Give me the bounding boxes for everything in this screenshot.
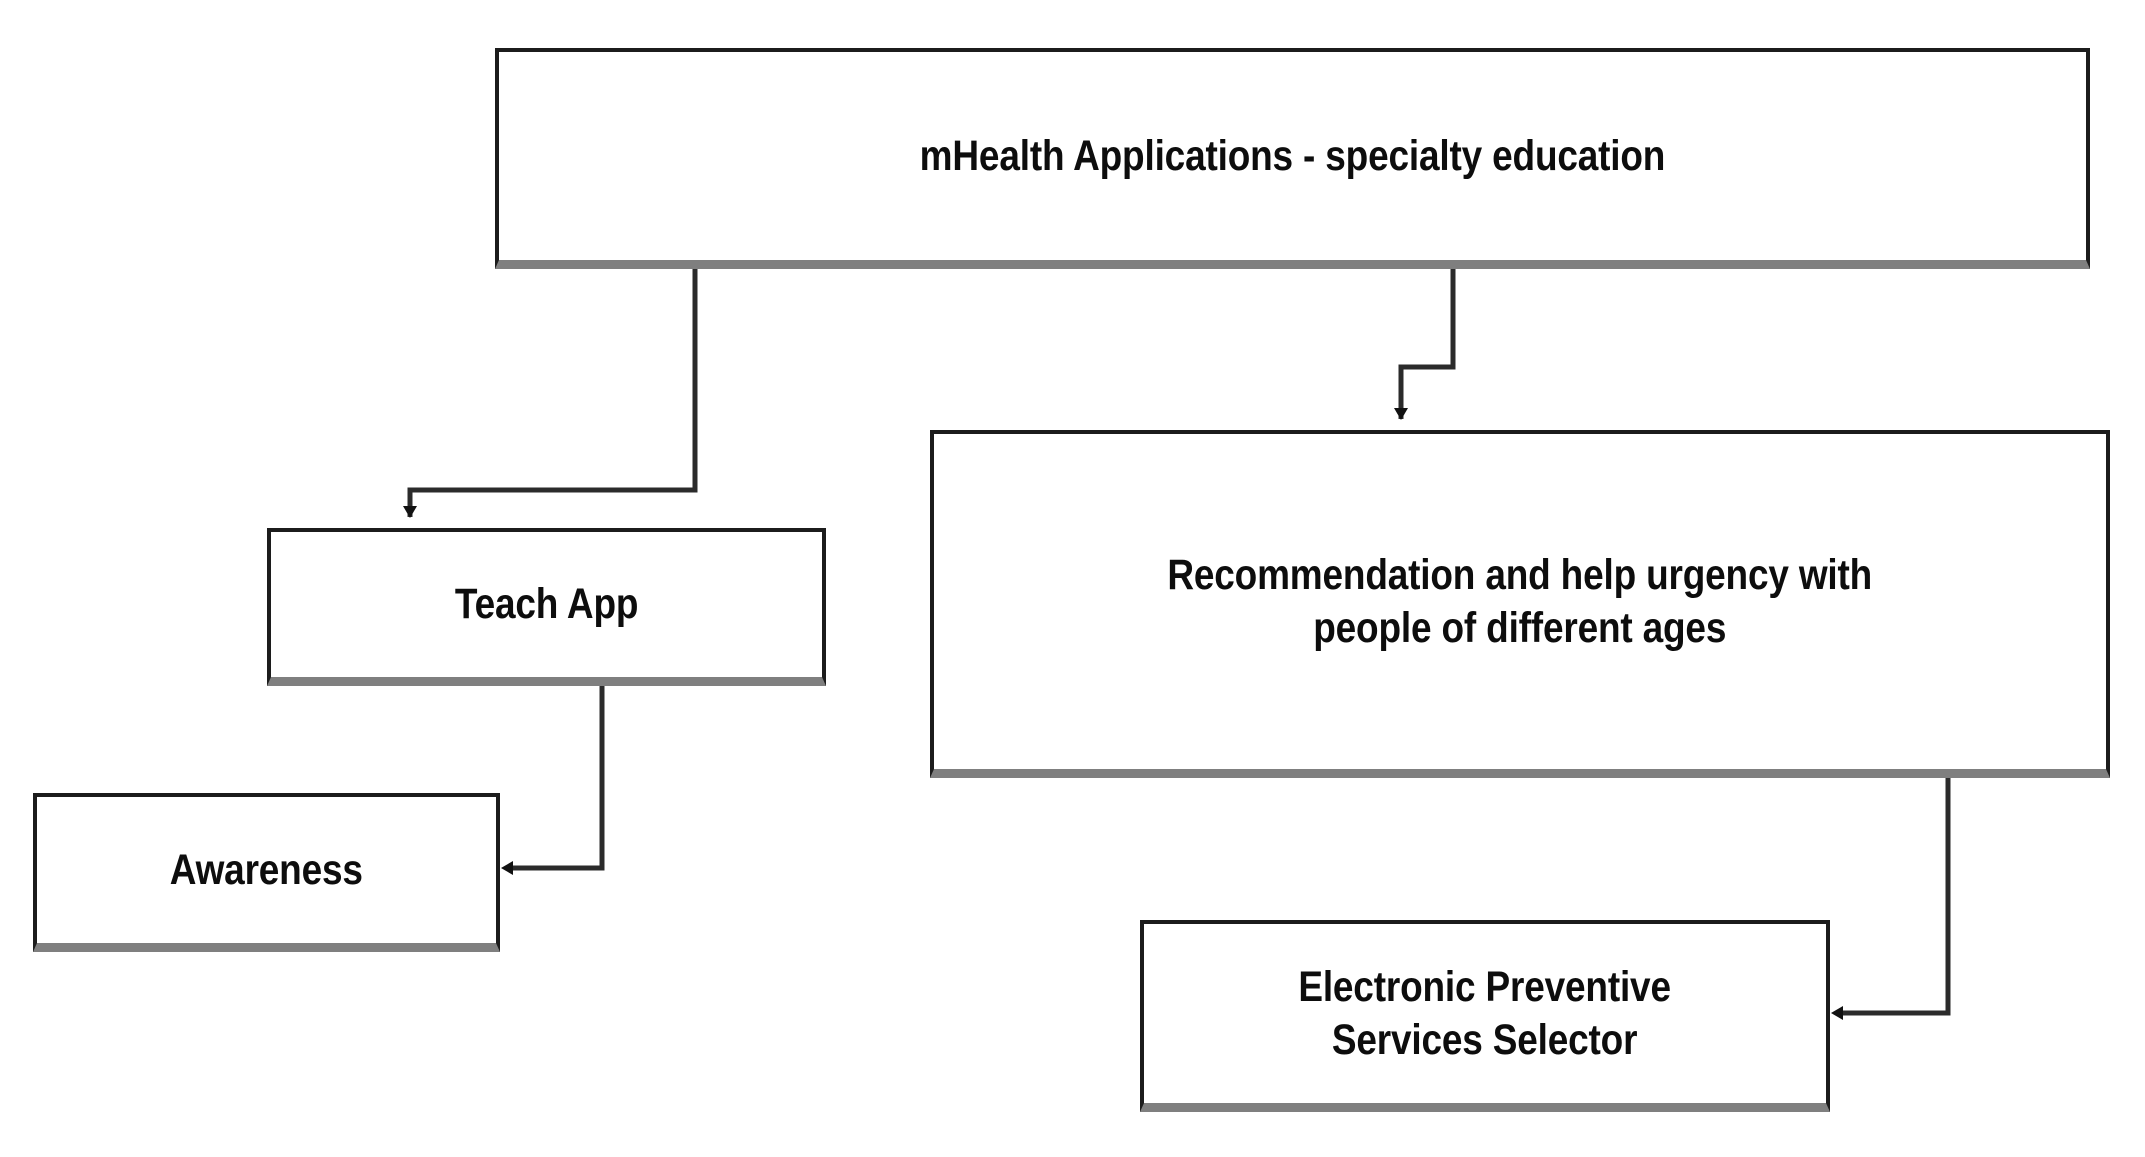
node-label-teach-app: Teach App — [454, 580, 639, 629]
node-mhealth-applications[interactable]: mHealth Applications - specialty educati… — [495, 48, 2090, 269]
node-recommendation-help-urgency[interactable]: Recommendation and help urgency with peo… — [930, 430, 2110, 778]
node-label-mhealth-applications: mHealth Applications - specialty educati… — [919, 131, 1666, 180]
edge-teach-awareness — [501, 686, 605, 875]
node-awareness[interactable]: Awareness — [33, 793, 500, 952]
node-label-electronic-preventive-services-selector: Electronic Preventive Services Selector — [1298, 963, 1672, 1064]
edge-root-recommendation — [1394, 269, 1456, 420]
node-label-recommendation-help-urgency: Recommendation and help urgency with peo… — [1167, 551, 1873, 652]
node-electronic-preventive-services-selector[interactable]: Electronic Preventive Services Selector — [1140, 920, 1830, 1112]
node-label-awareness: Awareness — [169, 845, 364, 894]
edge-root-teach — [403, 269, 698, 518]
edge-recommendation-epss — [1831, 778, 1951, 1020]
node-teach-app[interactable]: Teach App — [267, 528, 826, 686]
